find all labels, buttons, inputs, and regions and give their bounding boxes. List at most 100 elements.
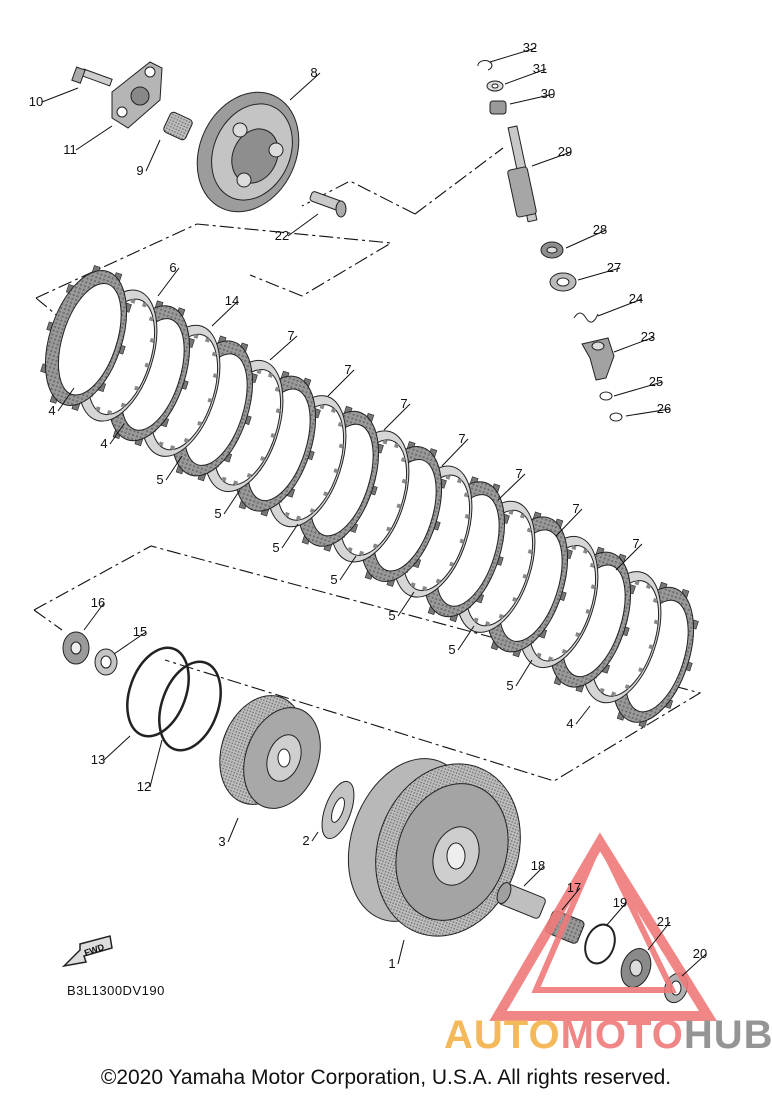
part-26-circlip[interactable] — [609, 412, 623, 422]
callout-c9[interactable]: 9 — [136, 163, 143, 178]
callout-c14[interactable]: 14 — [225, 293, 239, 308]
leader-line-c18 — [523, 865, 545, 887]
leader-line-c7f — [555, 508, 583, 537]
friction-plate[interactable] — [26, 258, 146, 419]
callout-c11[interactable]: 11 — [63, 142, 77, 157]
callout-c5g[interactable]: 5 — [506, 678, 513, 693]
callout-c5d[interactable]: 5 — [330, 572, 337, 587]
leader-line-c27 — [577, 267, 621, 281]
leader-line-c5g — [515, 659, 533, 687]
callout-c4a[interactable]: 4 — [48, 403, 55, 418]
callout-c13[interactable]: 13 — [91, 752, 105, 767]
leader-line-c11 — [75, 125, 113, 151]
part-28-oil-seal[interactable] — [540, 241, 564, 259]
callout-c7a[interactable]: 7 — [287, 328, 294, 343]
callout-c25[interactable]: 25 — [649, 374, 663, 389]
leader-line-c22 — [287, 213, 319, 237]
part-2-thrust-washer[interactable] — [316, 777, 361, 842]
callout-c26[interactable]: 26 — [657, 401, 671, 416]
callout-c2[interactable]: 2 — [302, 833, 309, 848]
callout-c4c[interactable]: 4 — [566, 716, 573, 731]
leader-line-c5e — [397, 591, 415, 617]
callout-c5b[interactable]: 5 — [214, 506, 221, 521]
part-29-push-rod[interactable] — [507, 125, 538, 223]
part-32-circlip[interactable] — [477, 60, 493, 71]
callout-c7c[interactable]: 7 — [400, 396, 407, 411]
part-11-lifter-plate[interactable] — [111, 61, 163, 129]
leader-line-c9 — [145, 139, 161, 172]
clutch-plate-stack — [26, 258, 699, 728]
part-23-push-lever[interactable] — [581, 337, 615, 381]
part-3-clutch-boss[interactable] — [205, 684, 333, 819]
callout-c4b[interactable]: 4 — [100, 436, 107, 451]
callout-c19[interactable]: 19 — [613, 895, 627, 910]
leader-line-c17 — [561, 887, 581, 911]
leader-line-c7d — [441, 438, 469, 467]
callout-c5e[interactable]: 5 — [388, 608, 395, 623]
leader-line-c10 — [41, 87, 79, 103]
callout-c7d[interactable]: 7 — [458, 431, 465, 446]
callout-c28[interactable]: 28 — [593, 222, 607, 237]
diagram-part-code: B3L1300DV190 — [67, 983, 165, 998]
callout-c29[interactable]: 29 — [558, 144, 572, 159]
callout-c7b[interactable]: 7 — [344, 362, 351, 377]
copyright-notice: ©2020 Yamaha Motor Corporation, U.S.A. A… — [100, 1066, 672, 1089]
callout-c23[interactable]: 23 — [641, 329, 655, 344]
part-16-nut[interactable] — [62, 631, 90, 665]
part-9-spring[interactable] — [162, 111, 193, 141]
part-19-circlip[interactable] — [580, 920, 620, 967]
leader-line-c7e — [497, 473, 526, 501]
callout-c3[interactable]: 3 — [218, 834, 225, 849]
part-15-washer[interactable] — [94, 648, 118, 676]
leader-line-c15 — [113, 631, 147, 655]
callout-c32[interactable]: 32 — [523, 40, 537, 55]
callout-c6[interactable]: 6 — [169, 260, 176, 275]
callout-c7f[interactable]: 7 — [572, 501, 579, 516]
callout-c12[interactable]: 12 — [137, 779, 151, 794]
callout-c5a[interactable]: 5 — [156, 472, 163, 487]
leader-line-c4c — [575, 705, 591, 725]
callout-c18[interactable]: 18 — [531, 858, 545, 873]
leader-line-c29 — [531, 151, 572, 167]
part-13-wire-circlip[interactable] — [116, 639, 200, 745]
leader-line-c5f — [457, 625, 475, 651]
part-22-pin[interactable] — [309, 191, 347, 218]
callout-c5c[interactable]: 5 — [272, 540, 279, 555]
leader-line-c2 — [311, 831, 319, 842]
part-8-pressure-plate[interactable] — [178, 76, 317, 229]
callout-c16[interactable]: 16 — [91, 595, 105, 610]
callout-c7e[interactable]: 7 — [515, 466, 522, 481]
callout-c22[interactable]: 22 — [275, 228, 289, 243]
callout-c7g[interactable]: 7 — [632, 536, 639, 551]
callout-c1[interactable]: 1 — [388, 956, 395, 971]
watermark-moto: MOTO — [561, 1013, 684, 1057]
callout-c20[interactable]: 20 — [693, 946, 707, 961]
callout-leader-lines — [41, 47, 707, 977]
leader-line-c7a — [269, 335, 298, 361]
callout-c21[interactable]: 21 — [657, 914, 671, 929]
callout-c10[interactable]: 10 — [29, 94, 43, 109]
leader-line-c8 — [289, 72, 321, 101]
callout-c24[interactable]: 24 — [629, 291, 643, 306]
leader-line-c5b — [223, 489, 241, 515]
callout-c31[interactable]: 31 — [533, 61, 547, 76]
part-21-oil-pump-drive-gear[interactable] — [616, 944, 656, 991]
callout-c8[interactable]: 8 — [310, 65, 317, 80]
part-1-primary-driven-gear[interactable] — [327, 741, 544, 956]
callout-c30[interactable]: 30 — [541, 86, 555, 101]
callout-c27[interactable]: 27 — [607, 260, 621, 275]
part-10-bolt[interactable] — [71, 66, 113, 87]
leader-line-c25 — [613, 381, 663, 397]
part-18-collar[interactable] — [494, 881, 546, 920]
leader-line-c3 — [227, 817, 239, 843]
part-31-washer[interactable] — [486, 80, 504, 92]
leader-line-c31 — [504, 68, 547, 85]
part-24-spring[interactable] — [573, 312, 599, 323]
callout-c17[interactable]: 17 — [567, 880, 581, 895]
part-12-wire-circlip[interactable] — [148, 653, 232, 759]
callout-c15[interactable]: 15 — [133, 624, 147, 639]
part-25-washer[interactable] — [599, 391, 613, 401]
callout-c5f[interactable]: 5 — [448, 642, 455, 657]
part-27-bearing[interactable] — [549, 272, 577, 292]
part-30-bearing[interactable] — [489, 100, 507, 115]
